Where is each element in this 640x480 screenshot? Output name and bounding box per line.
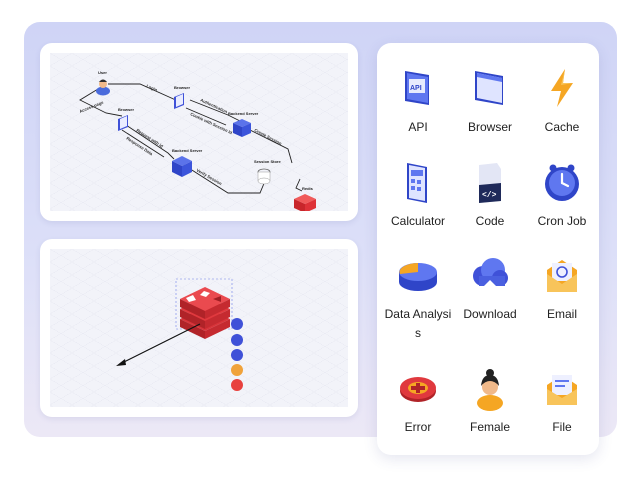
icon-label-api: API xyxy=(408,120,428,134)
backend-top-node-icon xyxy=(233,119,251,137)
redis-block-icon xyxy=(180,287,230,339)
svg-text:</>: </> xyxy=(482,191,497,200)
edge-label-login: Login xyxy=(146,83,159,92)
node-label-backend-top: Backend Server xyxy=(228,111,259,116)
color-tool-button[interactable] xyxy=(231,364,243,376)
edge-line-auth xyxy=(189,99,241,122)
icon-label-code: Code xyxy=(475,214,505,228)
edge-label-verify: Verify Session xyxy=(196,168,224,187)
api-window-icon: API xyxy=(393,63,443,113)
node-label-session-store: Session Store xyxy=(254,159,281,164)
icon-item-download[interactable]: Download xyxy=(453,250,527,324)
edge-line-request xyxy=(125,124,175,160)
icon-label-download: Download xyxy=(463,307,517,321)
lightning-icon xyxy=(537,63,587,113)
calculator-icon xyxy=(393,157,443,207)
node-label-backend-mid: Backend Server xyxy=(172,148,203,153)
error-icon xyxy=(393,363,443,413)
icon-label-cache: Cache xyxy=(544,120,580,134)
browser-icon xyxy=(465,63,515,113)
icon-item-female[interactable]: Female xyxy=(453,363,527,437)
node-label-browser-top: Browser xyxy=(174,85,190,90)
icon-item-calculator[interactable]: Calculator xyxy=(381,157,455,231)
diagram-canvas[interactable]: User Browser Backend Server Browser xyxy=(50,53,348,211)
redis-node-icon xyxy=(294,194,316,211)
editor-canvas[interactable] xyxy=(50,249,348,407)
session-store-node-icon xyxy=(257,168,271,185)
editor-preview-card[interactable] xyxy=(40,239,358,417)
edge-line-login xyxy=(108,83,179,105)
edge-line-redis xyxy=(295,178,303,192)
edge-line-verify xyxy=(183,164,266,194)
user-node-icon xyxy=(96,79,110,96)
diagram-preview-card[interactable]: User Browser Backend Server Browser xyxy=(40,43,358,221)
icon-label-browser: Browser xyxy=(467,120,512,134)
editor-scene xyxy=(116,278,233,366)
icon-item-browser[interactable]: Browser xyxy=(453,63,527,137)
connector-arrowhead xyxy=(116,359,126,366)
icon-label-file: File xyxy=(552,420,572,434)
edge-line-create-session xyxy=(247,128,293,164)
icon-item-cron-job[interactable]: Cron Job xyxy=(525,157,599,231)
icon-item-email[interactable]: Email xyxy=(525,250,599,324)
icon-item-api[interactable]: API API xyxy=(381,63,455,137)
backend-mid-node-icon xyxy=(172,156,192,177)
icon-label-email: Email xyxy=(546,307,577,321)
edit-tool-button[interactable] xyxy=(231,318,243,330)
pie-chart-icon xyxy=(393,250,443,300)
icon-item-file[interactable]: File xyxy=(525,363,599,437)
icon-item-error[interactable]: Error xyxy=(381,363,455,437)
icon-library-panel: API API Browser Cache xyxy=(377,43,599,455)
file-envelope-icon xyxy=(537,363,587,413)
cloud-download-icon xyxy=(465,250,515,300)
svg-text:API: API xyxy=(410,85,422,92)
icon-item-code[interactable]: </> Code xyxy=(453,157,527,231)
icon-label-data-analysis: Data Analysis xyxy=(384,307,452,340)
icon-item-data-analysis[interactable]: Data Analysis xyxy=(381,250,455,343)
node-label-redis: Redis xyxy=(302,186,314,191)
icon-label-female: Female xyxy=(469,420,510,434)
icon-label-error: Error xyxy=(404,420,432,434)
browser-top-node-icon xyxy=(174,93,184,109)
edge-line-access-page xyxy=(79,88,123,117)
browser-left-node-icon xyxy=(118,115,128,131)
edge-label-create-session: Create Session xyxy=(254,127,283,146)
edge-line-response xyxy=(121,129,165,158)
connector-arrow-line xyxy=(119,323,201,365)
female-avatar-icon xyxy=(465,363,515,413)
node-label-user: User xyxy=(98,70,107,75)
clock-icon xyxy=(537,157,587,207)
edge-line-cookie xyxy=(185,107,227,126)
delete-tool-button[interactable] xyxy=(231,379,243,391)
icon-label-cron-job: Cron Job xyxy=(537,214,587,228)
envelope-icon xyxy=(537,250,587,300)
node-label-browser-left: Browser xyxy=(118,107,134,112)
code-file-icon: </> xyxy=(465,157,515,207)
icon-item-cache[interactable]: Cache xyxy=(525,63,599,137)
link-tool-button[interactable] xyxy=(231,334,243,346)
pen-tool-button[interactable] xyxy=(231,349,243,361)
session-flow-diagram: User Browser Backend Server Browser xyxy=(79,70,316,211)
icon-label-calculator: Calculator xyxy=(390,214,446,228)
